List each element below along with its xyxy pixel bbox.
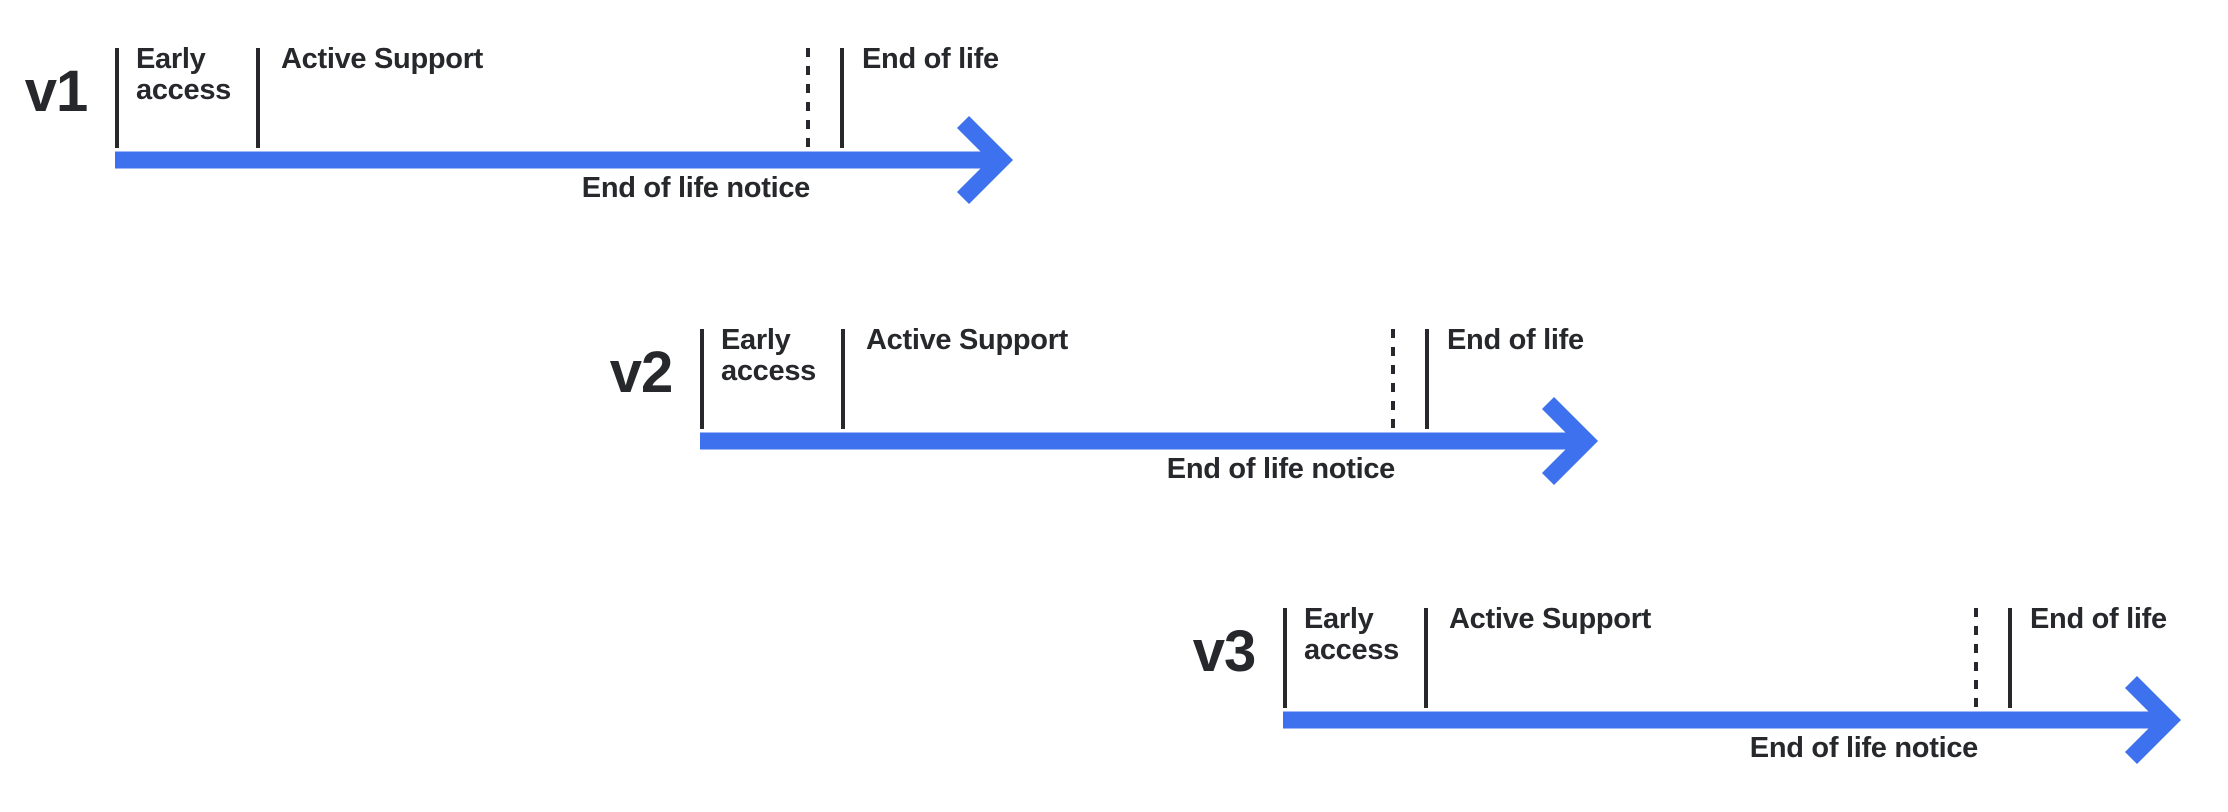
arrowhead-icon	[2124, 675, 2182, 765]
timeline-v3: v3 Early access Active Support End of li…	[1168, 560, 2228, 780]
timeline-v1: v1 Early access Active Support End of li…	[0, 0, 1070, 220]
end-of-life-label: End of life	[2030, 603, 2167, 635]
early-access-label: Early access	[1304, 603, 1399, 666]
end-of-life-notice-label: End of life notice	[1749, 732, 1979, 764]
active-support-label: Active Support	[281, 43, 484, 75]
active-support-label: Active Support	[1449, 603, 1652, 635]
version-label: v3	[1192, 619, 1257, 684]
early-access-label: Early access	[721, 324, 816, 387]
end-of-life-notice-label: End of life notice	[581, 172, 811, 204]
active-support-label: Active Support	[866, 324, 1069, 356]
timeline-v2-graphic	[700, 329, 1599, 486]
end-of-life-label: End of life	[862, 43, 999, 75]
timeline-v2: v2 Early access Active Support End of li…	[585, 281, 1655, 501]
arrowhead-icon	[1541, 396, 1599, 486]
timeline-v1-graphic	[115, 48, 1014, 205]
arrowhead-icon	[956, 115, 1014, 205]
version-label: v2	[609, 340, 674, 405]
early-access-label: Early access	[136, 43, 231, 106]
end-of-life-label: End of life	[1447, 324, 1584, 356]
timeline-v3-graphic	[1283, 608, 2182, 765]
end-of-life-notice-label: End of life notice	[1166, 453, 1396, 485]
version-label: v1	[24, 59, 89, 124]
